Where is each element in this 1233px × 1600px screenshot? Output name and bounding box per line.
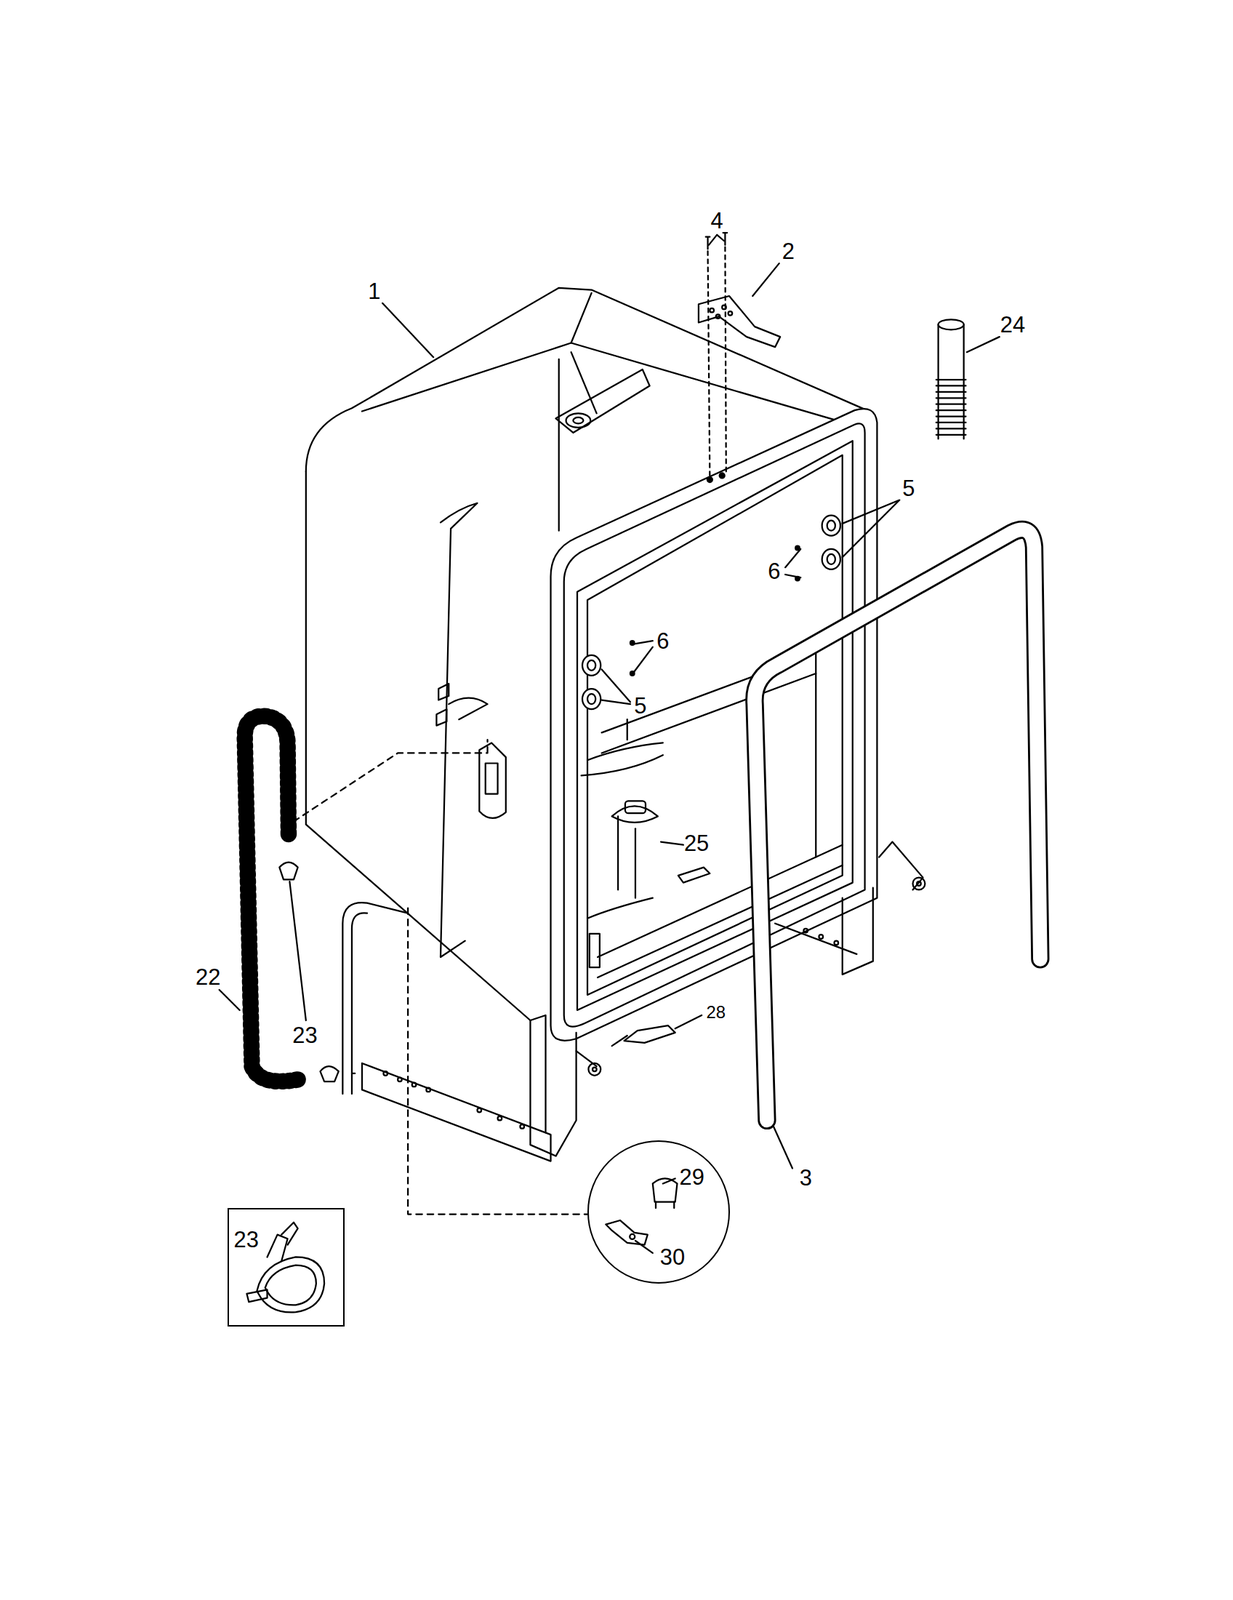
callout-number: 1 [367, 280, 381, 304]
callout-number: 4 [711, 210, 724, 233]
callout-number: 5 [902, 477, 915, 501]
callout-number: 6 [767, 559, 781, 583]
callout-number: 5 [633, 694, 647, 717]
callout-number: 22 [195, 965, 221, 988]
detail-circle: 29 30 [587, 1139, 730, 1283]
inset-box: 23 [227, 1207, 345, 1327]
callout-number: 3 [799, 1166, 813, 1190]
callout-number: 25 [684, 832, 709, 855]
callout-number: 23 [292, 1023, 317, 1047]
callout-number: 29 [679, 1166, 705, 1189]
callout-number: 23 [233, 1228, 259, 1252]
callout-number: 24 [1000, 314, 1026, 337]
callout-number: 6 [656, 630, 669, 653]
callout-number: 2 [782, 240, 795, 264]
callout-number: 28 [706, 1003, 727, 1021]
callout-number: 30 [660, 1245, 685, 1268]
